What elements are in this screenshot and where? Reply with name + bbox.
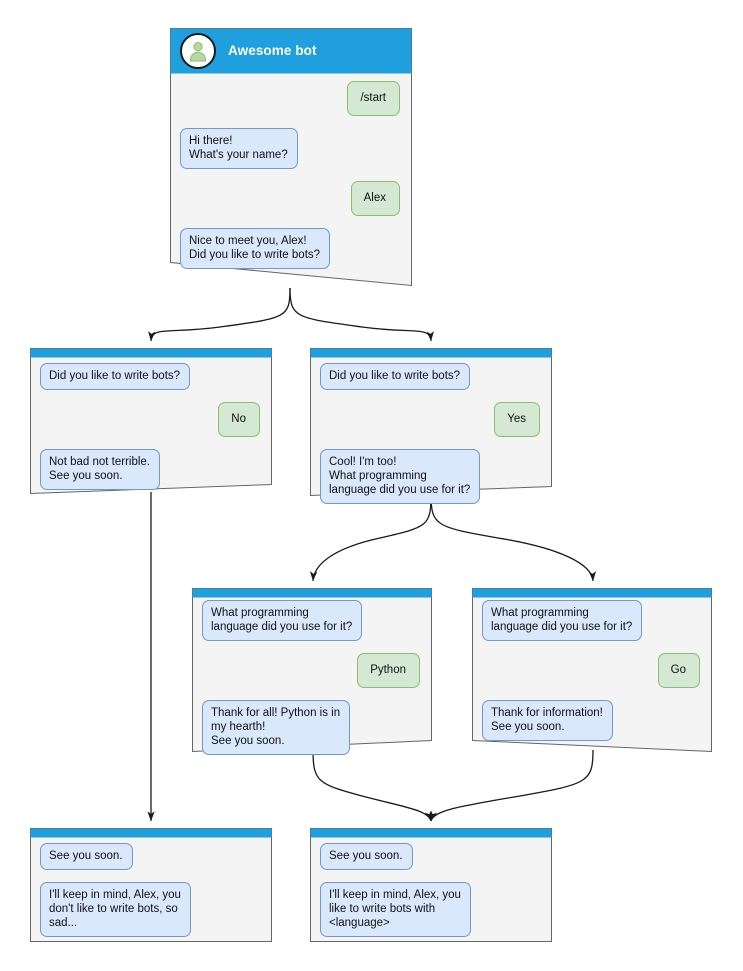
person-avatar-icon (180, 32, 216, 69)
chat-card-end-happy[interactable]: See you soon. I'll keep in mind, Alex, y… (310, 828, 552, 942)
connector-python-to-end-happy (312, 749, 432, 822)
card-header (310, 828, 552, 837)
message-row: I'll keep in mind, Alex, you don't like … (40, 882, 260, 937)
bot-message-bubble[interactable]: Hi there! What's your name? (180, 128, 298, 169)
message-row: Not bad not terrible. See you soon. (40, 449, 260, 490)
card-header (310, 348, 552, 357)
message-row: See you soon. (40, 843, 260, 870)
user-message-bubble[interactable]: Alex (350, 181, 400, 216)
message-row: See you soon. (320, 843, 540, 870)
connector-go-to-end-happy (430, 749, 594, 822)
bot-message-bubble[interactable]: Cool! I'm too! What programming language… (320, 449, 481, 504)
user-message-bubble[interactable]: Python (357, 653, 420, 688)
message-list: Did you like to write bots? Yes Cool! I'… (310, 357, 552, 504)
message-row: What programming language did you use fo… (202, 600, 420, 641)
message-row: Python (202, 653, 420, 688)
message-list: What programming language did you use fo… (192, 597, 432, 755)
bot-message-bubble[interactable]: Did you like to write bots? (320, 363, 471, 390)
message-row: Thank for information! See you soon. (482, 700, 700, 741)
bot-message-bubble[interactable]: See you soon. (40, 843, 133, 870)
message-row: Did you like to write bots? (40, 363, 260, 390)
message-list: Did you like to write bots? No Not bad n… (30, 357, 272, 490)
bot-message-bubble[interactable]: Thank for information! See you soon. (482, 700, 613, 741)
bot-message-bubble[interactable]: Not bad not terrible. See you soon. (40, 449, 161, 490)
bot-message-bubble[interactable]: I'll keep in mind, Alex, you don't like … (40, 882, 191, 937)
card-header (30, 348, 272, 357)
message-row: Thank for all! Python is in my hearth! S… (202, 700, 420, 755)
chat-card-python[interactable]: What programming language did you use fo… (192, 588, 432, 755)
chat-card-start[interactable]: Awesome bot /start Hi there! What's your… (170, 28, 412, 290)
bot-message-bubble[interactable]: Thank for all! Python is in my hearth! S… (202, 700, 351, 755)
message-row: Yes (320, 402, 540, 437)
connector-start-to-yes (289, 287, 434, 342)
chat-card-no[interactable]: Did you like to write bots? No Not bad n… (30, 348, 272, 494)
message-row: I'll keep in mind, Alex, you like to wri… (320, 882, 540, 937)
card-header (30, 828, 272, 837)
card-header: Awesome bot (170, 28, 412, 73)
message-row: Did you like to write bots? (320, 363, 540, 390)
card-header (472, 588, 712, 597)
connector-start-to-no (148, 287, 291, 342)
connector-yes-to-python (309, 493, 432, 582)
message-row: Nice to meet you, Alex! Did you like to … (180, 228, 400, 269)
message-row: Cool! I'm too! What programming language… (320, 449, 540, 504)
message-row: Go (482, 653, 700, 688)
user-message-bubble[interactable]: /start (347, 81, 400, 116)
message-row: What programming language did you use fo… (482, 600, 700, 641)
user-message-bubble[interactable]: Go (657, 653, 700, 688)
connector-yes-to-go (430, 493, 597, 582)
user-message-bubble[interactable]: No (218, 402, 260, 437)
bot-message-bubble[interactable]: Nice to meet you, Alex! Did you like to … (180, 228, 331, 269)
message-list: See you soon. I'll keep in mind, Alex, y… (30, 837, 272, 937)
message-row: Hi there! What's your name? (180, 128, 400, 169)
bot-name-title: Awesome bot (228, 43, 317, 58)
chat-card-yes[interactable]: Did you like to write bots? Yes Cool! I'… (310, 348, 552, 504)
bot-message-bubble[interactable]: What programming language did you use fo… (482, 600, 643, 641)
card-header (192, 588, 432, 597)
message-list: See you soon. I'll keep in mind, Alex, y… (310, 837, 552, 937)
chat-card-go[interactable]: What programming language did you use fo… (472, 588, 712, 752)
bot-message-bubble[interactable]: Did you like to write bots? (40, 363, 191, 390)
bot-message-bubble[interactable]: See you soon. (320, 843, 413, 870)
message-row: Alex (180, 181, 400, 216)
bot-message-bubble[interactable]: What programming language did you use fo… (202, 600, 363, 641)
message-list: What programming language did you use fo… (472, 597, 712, 741)
message-list: /start Hi there! What's your name? Alex … (170, 73, 412, 269)
chat-card-end-sad[interactable]: See you soon. I'll keep in mind, Alex, y… (30, 828, 272, 942)
message-row: No (40, 402, 260, 437)
bot-message-bubble[interactable]: I'll keep in mind, Alex, you like to wri… (320, 882, 471, 937)
user-message-bubble[interactable]: Yes (494, 402, 540, 437)
message-row: /start (180, 81, 400, 116)
